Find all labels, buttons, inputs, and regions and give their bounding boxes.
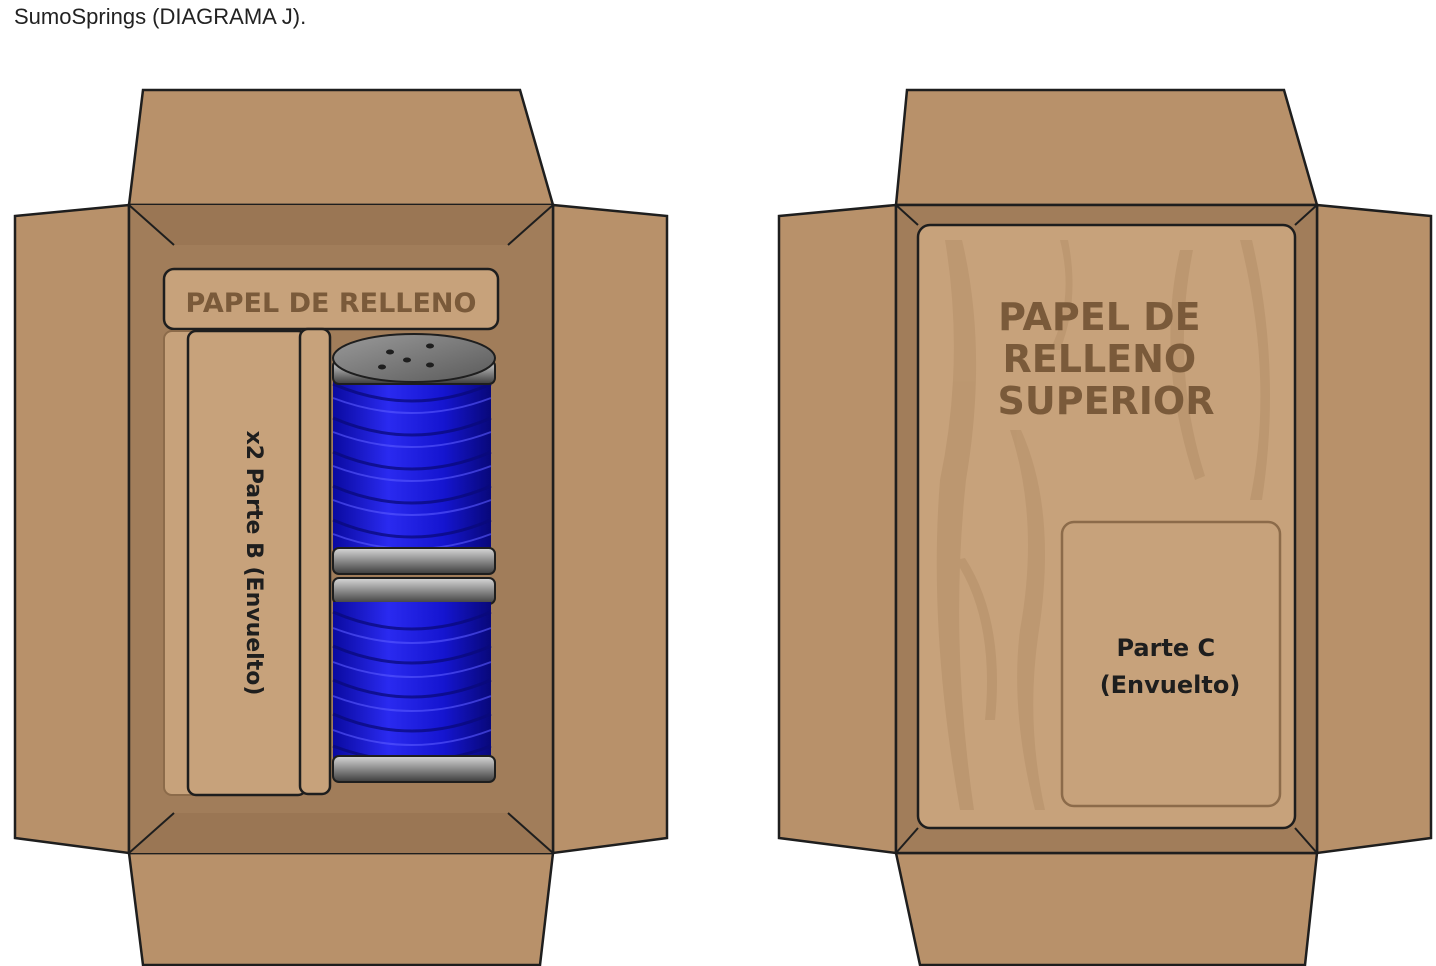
right-box-right-flap <box>1317 205 1431 853</box>
part-c-label-line-2: (Envuelto) <box>1100 671 1241 699</box>
top-filler-label-line-1: PAPEL DE <box>998 295 1201 339</box>
left-box-right-flap <box>553 205 667 853</box>
part-c-package <box>1062 522 1280 806</box>
right-box: PAPEL DE RELLENO SUPERIOR Parte C (Envue… <box>779 90 1431 965</box>
part-b-label: x2 Parte B (Envuelto) <box>241 431 266 696</box>
left-box: PAPEL DE RELLENO x2 Parte B (Envuelto) <box>15 90 667 965</box>
left-box-bottom-flap <box>129 853 553 965</box>
right-box-left-flap <box>779 205 896 853</box>
left-box-top-flap <box>129 90 553 205</box>
right-box-bottom-flap <box>896 853 1317 965</box>
divider-paper <box>300 329 330 794</box>
filler-paper-label: PAPEL DE RELLENO <box>186 288 477 319</box>
top-filler-label-line-2: RELLENO <box>1003 337 1197 381</box>
top-filler-label-line-3: SUPERIOR <box>998 379 1215 423</box>
sumo-spring-lower <box>333 578 495 782</box>
part-c-label-line-1: Parte C <box>1116 634 1215 662</box>
sumo-spring-upper <box>333 334 495 574</box>
right-box-top-flap <box>896 90 1317 205</box>
left-box-left-flap <box>15 205 129 853</box>
top-filler-label: PAPEL DE RELLENO SUPERIOR <box>998 295 1215 423</box>
